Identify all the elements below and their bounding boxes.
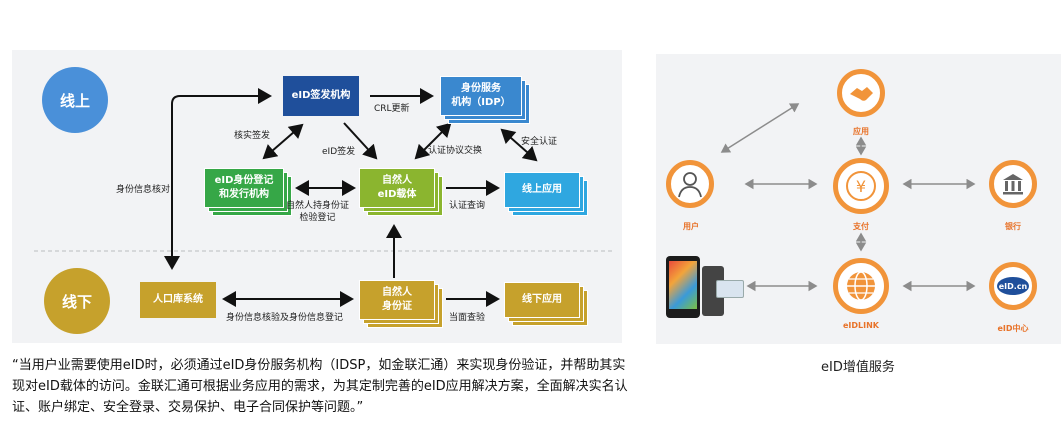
label-auth-query: 认证查询 [449,201,486,211]
phone [666,256,700,318]
idp-node: 身份服务 机构（IDP） [440,76,530,124]
handshake-icon [850,87,873,101]
devices-illustration [666,256,744,318]
bank-label: 银行 [1005,222,1021,231]
label-crl-update: CRL更新 [374,104,410,114]
label-verify-issue: 核实签发 [234,131,271,141]
globe-icon [847,271,875,301]
arrow-auth-protocol [414,122,452,160]
eid-center-label: eID中心 [997,324,1029,333]
bank-card [716,280,744,298]
label-holder-verify: 自然人持身份证 检验登记 [286,201,350,223]
online-app-node: 线上应用 [504,172,588,216]
svg-text:¥: ¥ [856,177,866,196]
card-reader [702,266,724,316]
connector-layer [34,88,612,307]
eid-value-added-diagram: 应用 用户 ¥ 支付 银行 [656,54,1061,344]
label-eid-issue: eID签发 [322,147,356,157]
online-zone-circle: 线上 [42,67,108,133]
eid-logo-icon: eID.cn [997,277,1029,295]
eid-center-node: eID.cn [989,262,1037,310]
arrow-security-auth [500,128,538,162]
label-auth-protocol: 认证协议交换 [428,146,483,156]
registry-node: eID身份登记 和发行机构 [204,168,292,216]
id-card-node: 自然人 身份证 [359,280,443,328]
eid-architecture-diagram: 线上 线下 eID签发机构 身份服务 机构（IDP） eID身份登记 和发行机构… [12,50,622,343]
pay-label: 支付 [853,222,869,231]
offline-app-node: 线下应用 [504,282,588,326]
user-icon [678,172,702,198]
bank-icon [1003,174,1023,195]
eidlink-label: eIDLINK [842,321,879,330]
label-onsite-check: 当面查验 [449,313,486,323]
right-connector-layer [720,103,976,292]
arrow-identity-check [164,88,272,270]
diagram-caption: “当用户业需要使用eID时，必须通过eID身份服务机构（IDSP，如金联汇通）来… [12,358,628,415]
yuan-icon: ¥ [846,171,876,201]
right-diagram-caption: eID增值服务 [821,360,895,375]
label-info-verify-register: 身份信息核验及身份信息登记 [226,313,344,323]
app-label: 应用 [853,127,869,136]
bank-node [989,160,1037,208]
population-db-node: 人口库系统 [140,282,216,318]
eidlink-node [833,258,889,314]
offline-zone-circle: 线下 [44,268,110,334]
arrow-eid-issue [343,122,378,160]
label-identity-check: 身份信息核对 [116,185,171,195]
arrow-user-app [720,103,800,153]
user-label: 用户 [683,222,699,231]
label-security-auth: 安全认证 [521,137,558,147]
app-node [837,69,885,117]
pay-node: ¥ [833,158,889,214]
carrier-node: 自然人 eID载体 [359,168,443,216]
issuer-node: eID签发机构 [283,76,359,116]
user-node [666,160,714,208]
